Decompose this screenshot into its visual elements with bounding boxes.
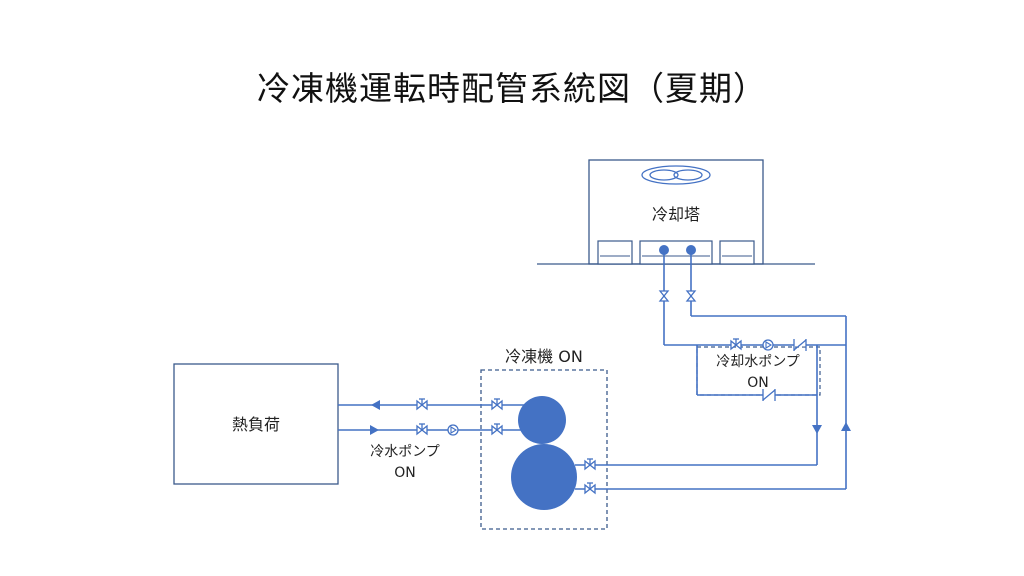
heat-load: 熱負荷 <box>173 363 339 485</box>
condenser <box>511 444 577 510</box>
louver-right <box>719 240 755 265</box>
valve-icon <box>659 290 669 302</box>
fan-icon <box>641 165 711 185</box>
cooling-tower-label: 冷却塔 <box>652 205 700 224</box>
chiller-label: 冷凍機 ON <box>505 347 583 366</box>
chiller-enclosure <box>480 369 608 530</box>
valve-icon <box>491 423 503 435</box>
cooling-tower: 冷却塔 <box>537 159 815 265</box>
valve-icon <box>416 398 428 410</box>
chilled-water-pump-status: ON <box>394 465 416 481</box>
chilled-water-pump-label: 冷水ポンプ <box>370 444 440 460</box>
valve-icon <box>584 458 596 470</box>
flow-arrow-icon <box>841 422 851 431</box>
flow-arrow-icon <box>370 425 379 435</box>
page-title: 冷凍機運転時配管系統図（夏期） <box>257 69 767 108</box>
valve-icon <box>491 398 503 410</box>
flow-arrow-icon <box>371 400 380 410</box>
valve-icon <box>584 482 596 494</box>
tower-inlet-nozzle <box>686 245 696 255</box>
louver-left <box>597 240 633 265</box>
cooling-water-pump-status: ON <box>747 375 769 391</box>
valve-icon <box>416 423 428 435</box>
cooling-water-pump-label: 冷却水ポンプ <box>716 354 800 370</box>
chilled-water-pump-icon <box>447 424 459 436</box>
water-basin <box>639 240 713 265</box>
cooling-water-pump-icon <box>762 339 774 351</box>
heat-load-label: 熱負荷 <box>232 415 280 434</box>
evaporator <box>518 396 566 444</box>
tower-outlet-nozzle <box>659 245 669 255</box>
flow-arrow-icon <box>812 425 822 434</box>
valve-icon <box>686 290 696 302</box>
check-valve-icon <box>792 337 808 353</box>
